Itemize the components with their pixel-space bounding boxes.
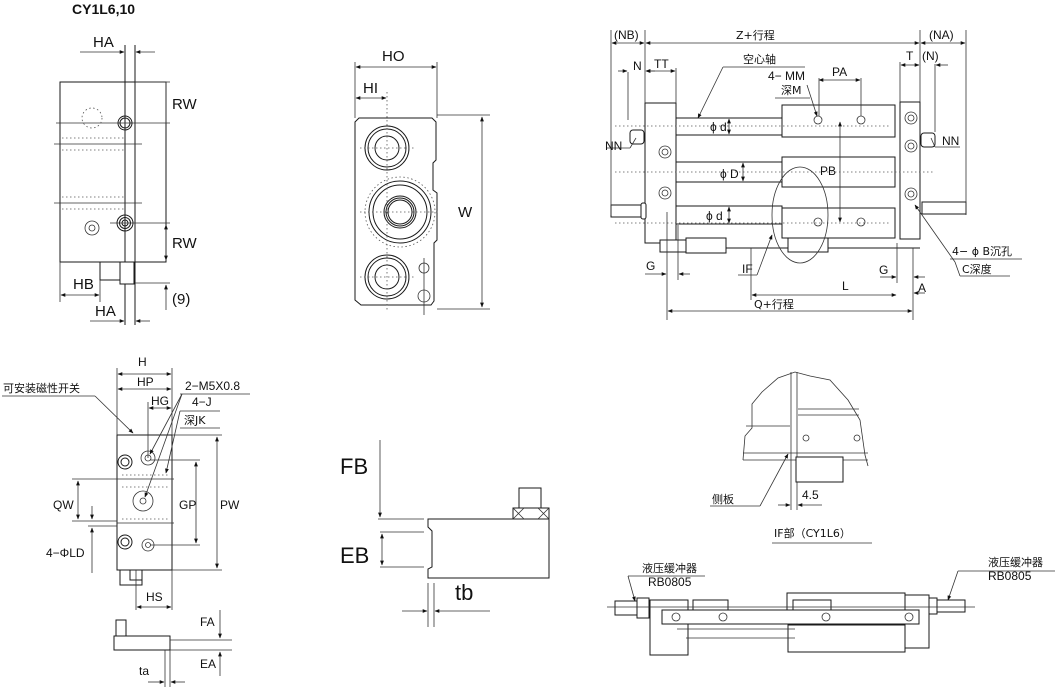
label-c-depth: C深度 <box>962 262 992 276</box>
dim-ea: EA <box>200 657 216 671</box>
label-side-plate: 侧板 <box>712 492 734 506</box>
end-view-center: HO HI W <box>354 48 490 315</box>
dim-eb: EB <box>340 543 369 568</box>
label-shock-left-model: RB0805 <box>648 575 692 589</box>
dim-hb: HB <box>73 276 94 293</box>
dim-g-right: G <box>879 263 888 277</box>
dim-ho: HO <box>382 48 405 65</box>
dim-pw: PW <box>220 498 240 512</box>
bottom-view: 液压缓冲器 RB0805 液压缓冲器 RB0805 <box>607 555 1055 656</box>
dim-hs: HS <box>146 590 163 604</box>
label-depth-m: 深M <box>781 84 802 97</box>
dim-fa: FA <box>200 615 215 629</box>
hole-icon <box>117 115 133 131</box>
dim-fb: FB <box>340 454 368 479</box>
dim-rw-top: RW <box>172 96 198 113</box>
dim-q-stroke: Q+行程 <box>754 298 794 311</box>
dim-gp: GP <box>179 498 196 512</box>
dim-phi-d-bottom: ϕ d <box>706 209 723 223</box>
dim-nine: (9) <box>172 291 190 308</box>
label-if: IF <box>742 262 753 276</box>
drawing-title: CY1L6,10 <box>72 1 135 17</box>
side-view-left: H HP HG 2−M5X0.8 4−J 深JK 可安装磁性开关 QW 4−ΦL… <box>2 355 250 687</box>
dim-ha-top: HA <box>93 34 114 51</box>
dim-rw-bottom: RW <box>172 235 198 252</box>
dim-na: (NA) <box>929 28 954 42</box>
end-view-left: HA RW RW HB HA (9) <box>54 34 198 325</box>
label-m5: 2−M5X0.8 <box>185 379 240 393</box>
dim-n-right: (N) <box>922 49 939 63</box>
label-counterbore: 4− ϕ B沉孔 <box>952 245 1012 258</box>
dim-l: L <box>842 279 849 293</box>
dim-g-left: G <box>646 259 655 273</box>
label-4-mm: 4− MM <box>768 69 805 83</box>
dim-phi-d-top: ϕ d <box>710 120 727 134</box>
dim-4-5: 4.5 <box>802 488 819 502</box>
dim-hg: HG <box>151 394 169 408</box>
dim-phi-D: ϕ D <box>720 167 739 181</box>
dim-t: T <box>906 49 914 63</box>
dim-hp: HP <box>137 375 154 389</box>
detail-center: FB EB tb <box>340 440 550 627</box>
top-view: (NB) Z+行程 (NA) N TT T (N) 空心轴 4− MM 深M P… <box>605 28 1022 320</box>
dim-4-ld: 4−ΦLD <box>46 546 85 560</box>
dim-pb: PB <box>820 164 836 178</box>
label-shock-right: 液压缓冲器 <box>988 555 1043 569</box>
dim-tb: tb <box>455 580 473 605</box>
label-nn-left: NN <box>605 139 622 153</box>
dim-a: A <box>918 281 926 295</box>
dim-h: H <box>138 355 147 369</box>
dim-n-left: N <box>633 59 642 73</box>
detail-if: 侧板 4.5 IF部（CY1L6） <box>710 371 872 544</box>
dim-pa: PA <box>832 65 847 79</box>
caption-if-cy1l6: IF部（CY1L6） <box>774 526 851 540</box>
label-hollow-shaft: 空心轴 <box>743 52 776 66</box>
mounting-hole-icon <box>658 111 918 201</box>
label-shock-right-model: RB0805 <box>988 569 1032 583</box>
dim-hi: HI <box>363 80 378 97</box>
dim-ta: ta <box>139 664 149 678</box>
dim-qw: QW <box>53 498 74 512</box>
label-nn-right: NN <box>942 134 959 148</box>
if-detail-circle <box>771 166 829 264</box>
label-magnetic-switch: 可安装磁性开关 <box>3 381 80 395</box>
dim-nb: (NB) <box>614 28 639 42</box>
dim-tt: TT <box>654 57 669 71</box>
label-4-j: 4−J <box>192 395 212 409</box>
label-shock-left: 液压缓冲器 <box>642 561 697 575</box>
dim-w: W <box>458 204 473 221</box>
dim-ha-bottom: HA <box>95 303 116 320</box>
label-depth-jk: 深JK <box>184 414 206 427</box>
dim-z-stroke: Z+行程 <box>736 29 775 42</box>
